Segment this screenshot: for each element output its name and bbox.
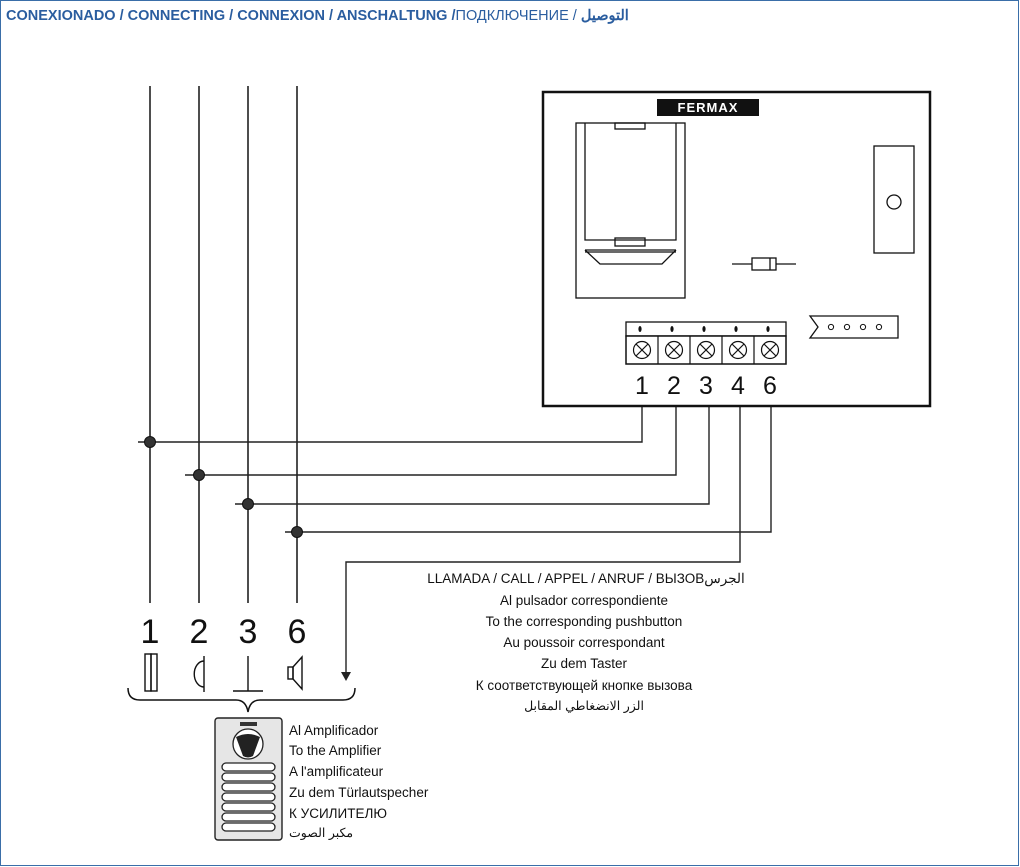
bus-wires [149, 86, 298, 603]
wire-terminal-6 [285, 400, 772, 533]
call-label-arabic: الجرس [704, 571, 745, 587]
pushbutton-line: To the corresponding pushbutton [486, 614, 683, 629]
door-panel-button-icon [221, 822, 276, 832]
terminal-label: 2 [667, 372, 681, 400]
junctions [144, 436, 303, 538]
door-panel-button-icon [221, 782, 276, 792]
bus-label: 2 [190, 613, 209, 651]
title-arabic: التوصيل [580, 8, 629, 24]
amplifier-note: Al Amplificador To the Amplifier A l'amp… [289, 723, 429, 841]
title-separator: / [568, 8, 581, 24]
amplifier-line: A l'amplificateur [289, 764, 384, 779]
pushbutton-line: Au poussoir correspondant [503, 635, 665, 650]
terminal-label: 3 [699, 372, 713, 400]
microphone-symbol-icon [144, 653, 158, 692]
wire-terminal-3 [235, 400, 710, 505]
amplifier-line: مكبر الصوت [289, 826, 353, 841]
door-panel-button-icon [221, 812, 276, 822]
call-label-text: LLAMADA / CALL / APPEL / ANRUF / ВЫЗОВ [427, 571, 704, 586]
pushbutton-note: LLAMADA / CALL / APPEL / ANRUF / ВЫЗОВال… [427, 571, 745, 714]
pushbutton-line: Zu dem Taster [541, 656, 628, 671]
pushbutton-line: К соответствующей кнопке вызова [476, 678, 693, 693]
call-arrow-icon [341, 672, 351, 681]
bus-label: 3 [239, 613, 258, 651]
terminal-wires [138, 400, 772, 672]
page-title: CONEXIONADO / CONNECTING / CONNEXION / A… [6, 8, 629, 24]
potentiometer-module-icon [575, 122, 686, 299]
call-label: LLAMADA / CALL / APPEL / ANRUF / ВЫЗОВال… [427, 571, 745, 587]
speaker-symbol-icon [287, 655, 303, 691]
wire-terminal-4-call [345, 400, 741, 672]
door-panel [214, 717, 283, 841]
amplifier-line: Zu dem Türlautspecher [289, 785, 429, 800]
terminal-label: 6 [763, 372, 777, 400]
door-panel-button-icon [221, 792, 276, 802]
brace [127, 687, 356, 713]
terminal-label: 1 [635, 372, 649, 400]
junction-dot [242, 498, 254, 510]
pushbutton-line: Al pulsador correspondiente [500, 593, 668, 608]
terminal-block [625, 321, 787, 365]
brand-badge [657, 99, 759, 116]
junction-dot [291, 526, 303, 538]
switch-icon [873, 145, 915, 254]
terminal-labels: 1 2 3 4 6 [635, 372, 777, 400]
wire-terminal-1 [138, 400, 643, 443]
amplifier-line: Al Amplificador [289, 723, 379, 738]
amplifier-unit: FERMAX [541, 90, 932, 408]
bus-label: 1 [141, 613, 160, 651]
diode-icon [732, 257, 796, 271]
title-latin: CONEXIONADO / CONNECTING / CONNEXION / A… [6, 8, 456, 24]
ground-symbol-icon [233, 656, 263, 692]
connector-icon [808, 315, 899, 339]
door-panel-button-icon [221, 772, 276, 782]
door-panel-button-icon [221, 802, 276, 812]
amplifier-symbol-icon [193, 656, 205, 692]
brand-logo: FERMAX [678, 100, 739, 115]
bus-labels: 1 2 3 6 [141, 613, 307, 651]
junction-dot [193, 469, 205, 481]
amplifier-line: К УСИЛИТЕЛЮ [289, 806, 387, 821]
terminal-label: 4 [731, 372, 745, 400]
door-panel-buttons [221, 762, 276, 832]
pushbutton-line: الزر الانضغاطي المقابل [524, 699, 644, 714]
bus-label: 6 [288, 613, 307, 651]
wire-symbols [144, 653, 303, 692]
terminal-screw-icons [632, 340, 780, 360]
door-panel-button-icon [221, 762, 276, 772]
amplifier-line: To the Amplifier [289, 743, 382, 758]
title-russian: ПОДКЛЮЧЕНИЕ [455, 8, 569, 24]
wire-terminal-2 [185, 400, 677, 476]
junction-dot [144, 436, 156, 448]
